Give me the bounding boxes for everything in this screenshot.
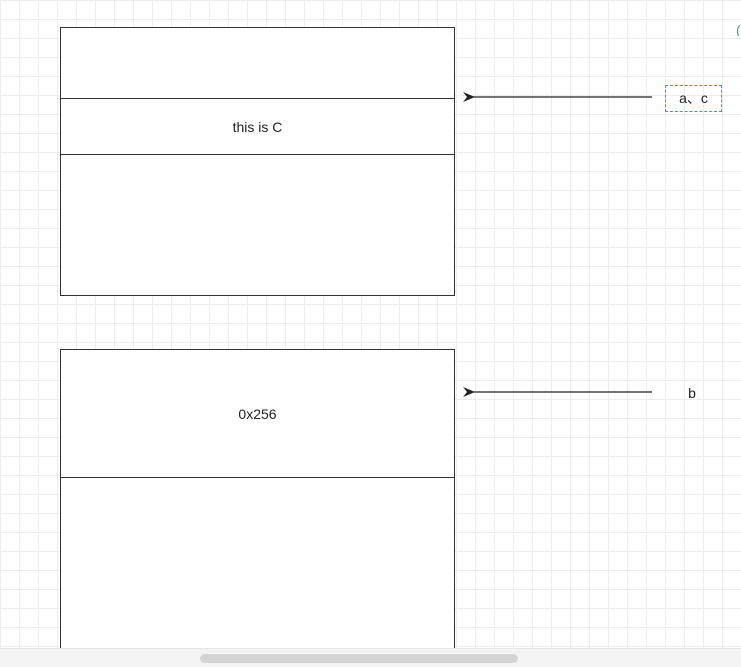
block-divider: [61, 98, 454, 99]
block-divider: [61, 154, 454, 155]
horizontal-scrollbar[interactable]: [0, 648, 741, 667]
offscreen-handle-icon: (: [736, 22, 741, 36]
memory-block-bottom[interactable]: 0x256: [60, 349, 455, 659]
pointer-label-a-c[interactable]: a、c: [665, 85, 722, 112]
block-cell-label: this is C: [232, 119, 283, 135]
block-divider: [61, 477, 454, 478]
pointer-label-b[interactable]: b: [688, 385, 696, 401]
memory-block-top[interactable]: this is C: [60, 27, 455, 296]
block-cell-label: 0x256: [238, 406, 277, 422]
scrollbar-thumb[interactable]: [200, 654, 518, 663]
